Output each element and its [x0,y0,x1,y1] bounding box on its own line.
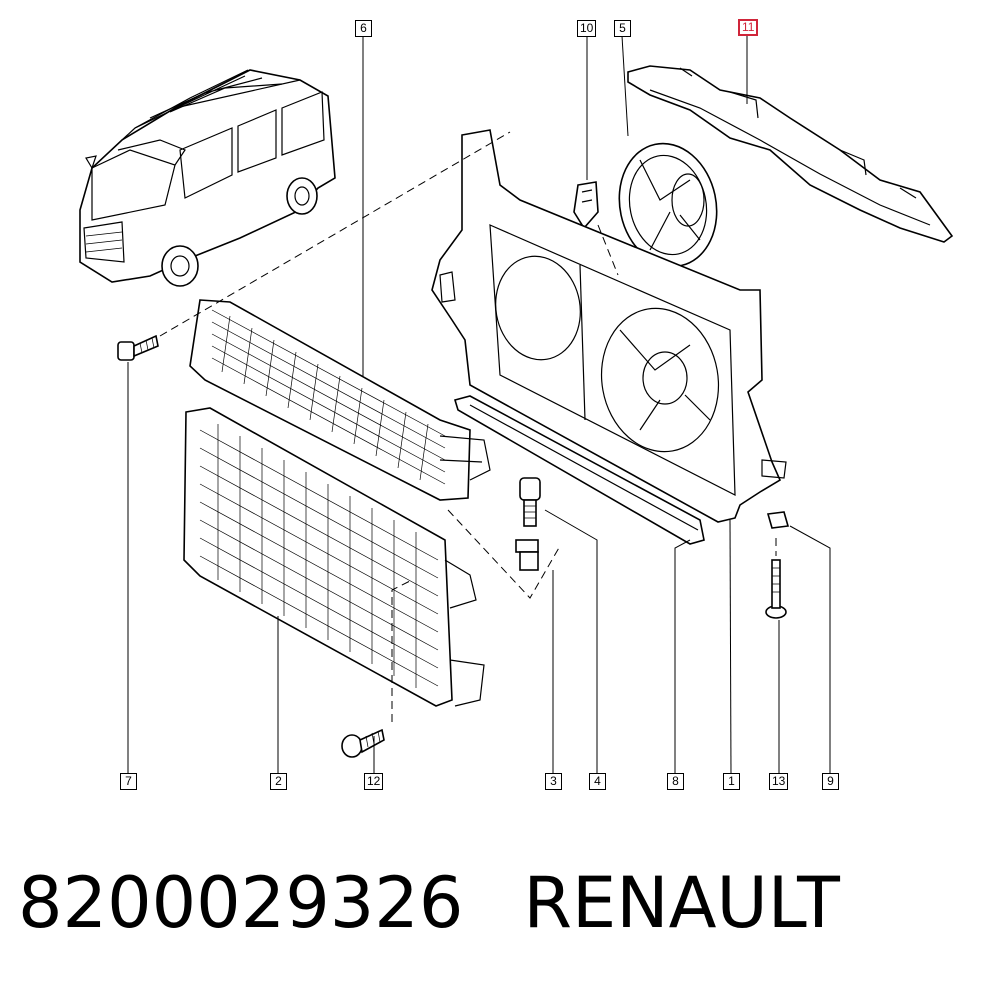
bracket [573,181,599,230]
part-caption: 8200029326 RENAULT [18,858,840,948]
callout-13: 13 [769,773,789,790]
nut-insert-3 [515,539,539,571]
callout-10: 10 [577,20,597,37]
bolt-13 [765,559,787,619]
callout-6: 6 [355,20,372,37]
part-number: 8200029326 [18,862,464,944]
screw-12 [341,728,385,758]
front-frame [431,129,787,523]
radiator [183,407,485,707]
clip-9 [766,511,790,529]
upper-deflector [627,65,954,243]
callout-3: 3 [545,773,562,790]
callout-7: 7 [120,773,137,790]
callout-5: 5 [614,20,631,37]
callout-8: 8 [667,773,684,790]
brand-name: RENAULT [523,862,840,944]
screw-4 [519,477,541,527]
callout-12: 12 [364,773,384,790]
fan-shroud [618,142,718,268]
van-illustration [79,69,336,287]
intercooler [189,299,491,501]
callout-11-highlighted: 11 [738,19,759,36]
callout-9: 9 [822,773,839,790]
lower-cross-member [453,395,705,545]
bolt-7 [117,334,159,361]
callout-4: 4 [589,773,606,790]
callout-1: 1 [723,773,740,790]
callout-2: 2 [270,773,287,790]
